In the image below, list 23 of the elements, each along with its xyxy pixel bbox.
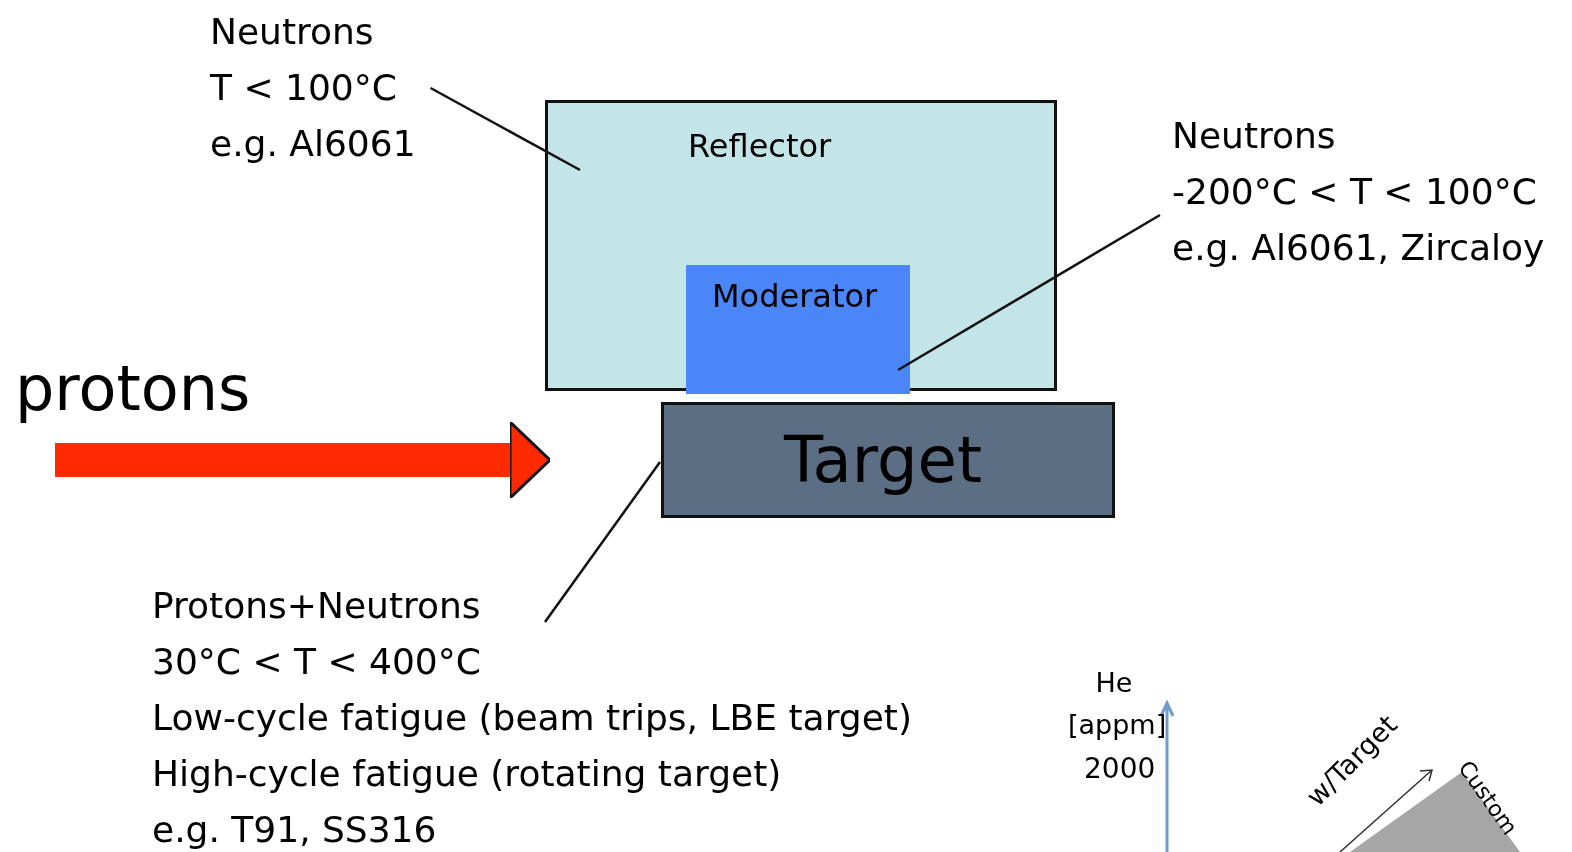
annotation-text: T < 100°C (210, 66, 397, 110)
target-box (661, 402, 1115, 518)
tick-label: 2000 (1084, 752, 1156, 785)
annotation-text: Neutrons (210, 10, 374, 54)
box-label: Reflector (688, 127, 832, 165)
box-label: Target (784, 423, 982, 497)
edge-label: protons (15, 352, 251, 425)
leader-line (544, 461, 661, 623)
block-arrow (55, 420, 552, 500)
leader-line (429, 86, 581, 172)
annotation-text: e.g. Al6061, Zircaloy (1172, 226, 1545, 270)
annotation-text: Protons+Neutrons (152, 584, 481, 628)
box-label: Moderator (712, 277, 878, 315)
annotation-text: Low-cycle fatigue (beam trips, LBE target) (152, 696, 912, 740)
annotation-text: e.g. Al6061 (210, 122, 416, 166)
reflector-box (545, 100, 1057, 391)
annotation-text: Neutrons (1172, 114, 1336, 158)
leader-line (897, 213, 1161, 372)
annotation-text: e.g. T91, SS316 (152, 808, 437, 852)
annotation-text: High-cycle fatigue (rotating target) (152, 752, 782, 796)
annotation-text: -200°C < T < 100°C (1172, 170, 1537, 214)
moderator-box (686, 265, 910, 394)
annotation-text: 30°C < T < 400°C (152, 640, 481, 684)
